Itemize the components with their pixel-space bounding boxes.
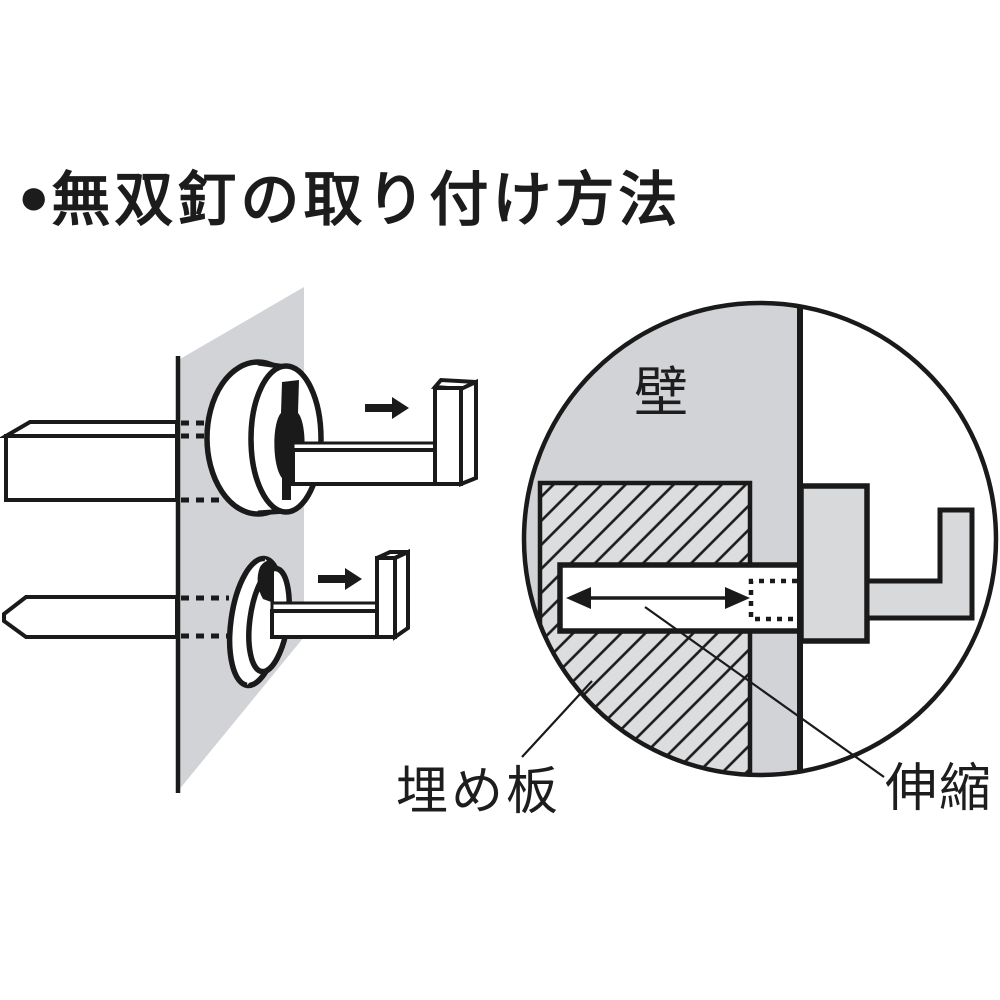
left-installation-figure <box>0 287 478 793</box>
hook-arm <box>270 609 379 639</box>
page-title-text: 無双釘の取り付け方法 <box>51 167 682 233</box>
page-title: ●無双釘の取り付け方法 <box>18 168 681 233</box>
keyhole-slot <box>257 560 274 603</box>
hook-section <box>864 507 975 621</box>
hidden-nail-dashes <box>181 595 229 639</box>
hook-arm <box>291 448 439 486</box>
expansion-label: 伸縮 <box>885 760 994 818</box>
bullet-icon: ● <box>18 168 50 226</box>
wall-panel <box>178 287 304 791</box>
backing-plate-label: 埋め板 <box>396 763 562 821</box>
pointed-nail-body <box>2 595 179 639</box>
cross-section-detail <box>521 300 999 778</box>
expansion-arrow-icon <box>566 587 750 609</box>
detail-circle-outline <box>521 300 999 778</box>
step-nail-pointed <box>2 548 410 689</box>
step-hook-inserted <box>0 359 478 517</box>
insert-direction-arrow-icon <box>365 397 409 419</box>
nail-body-top-face <box>0 420 179 438</box>
hook-post <box>433 386 463 486</box>
nail-body <box>4 434 179 502</box>
escutcheon-section <box>798 483 870 644</box>
hook-post-side-face <box>459 378 478 487</box>
hook-post <box>375 556 397 639</box>
insert-direction-arrow-icon <box>318 568 362 590</box>
wall-label: 壁 <box>634 363 688 423</box>
expansion-leader-line <box>644 606 885 778</box>
nail-position-dotted-outline <box>748 578 797 622</box>
hidden-nail-dashes <box>181 420 222 503</box>
